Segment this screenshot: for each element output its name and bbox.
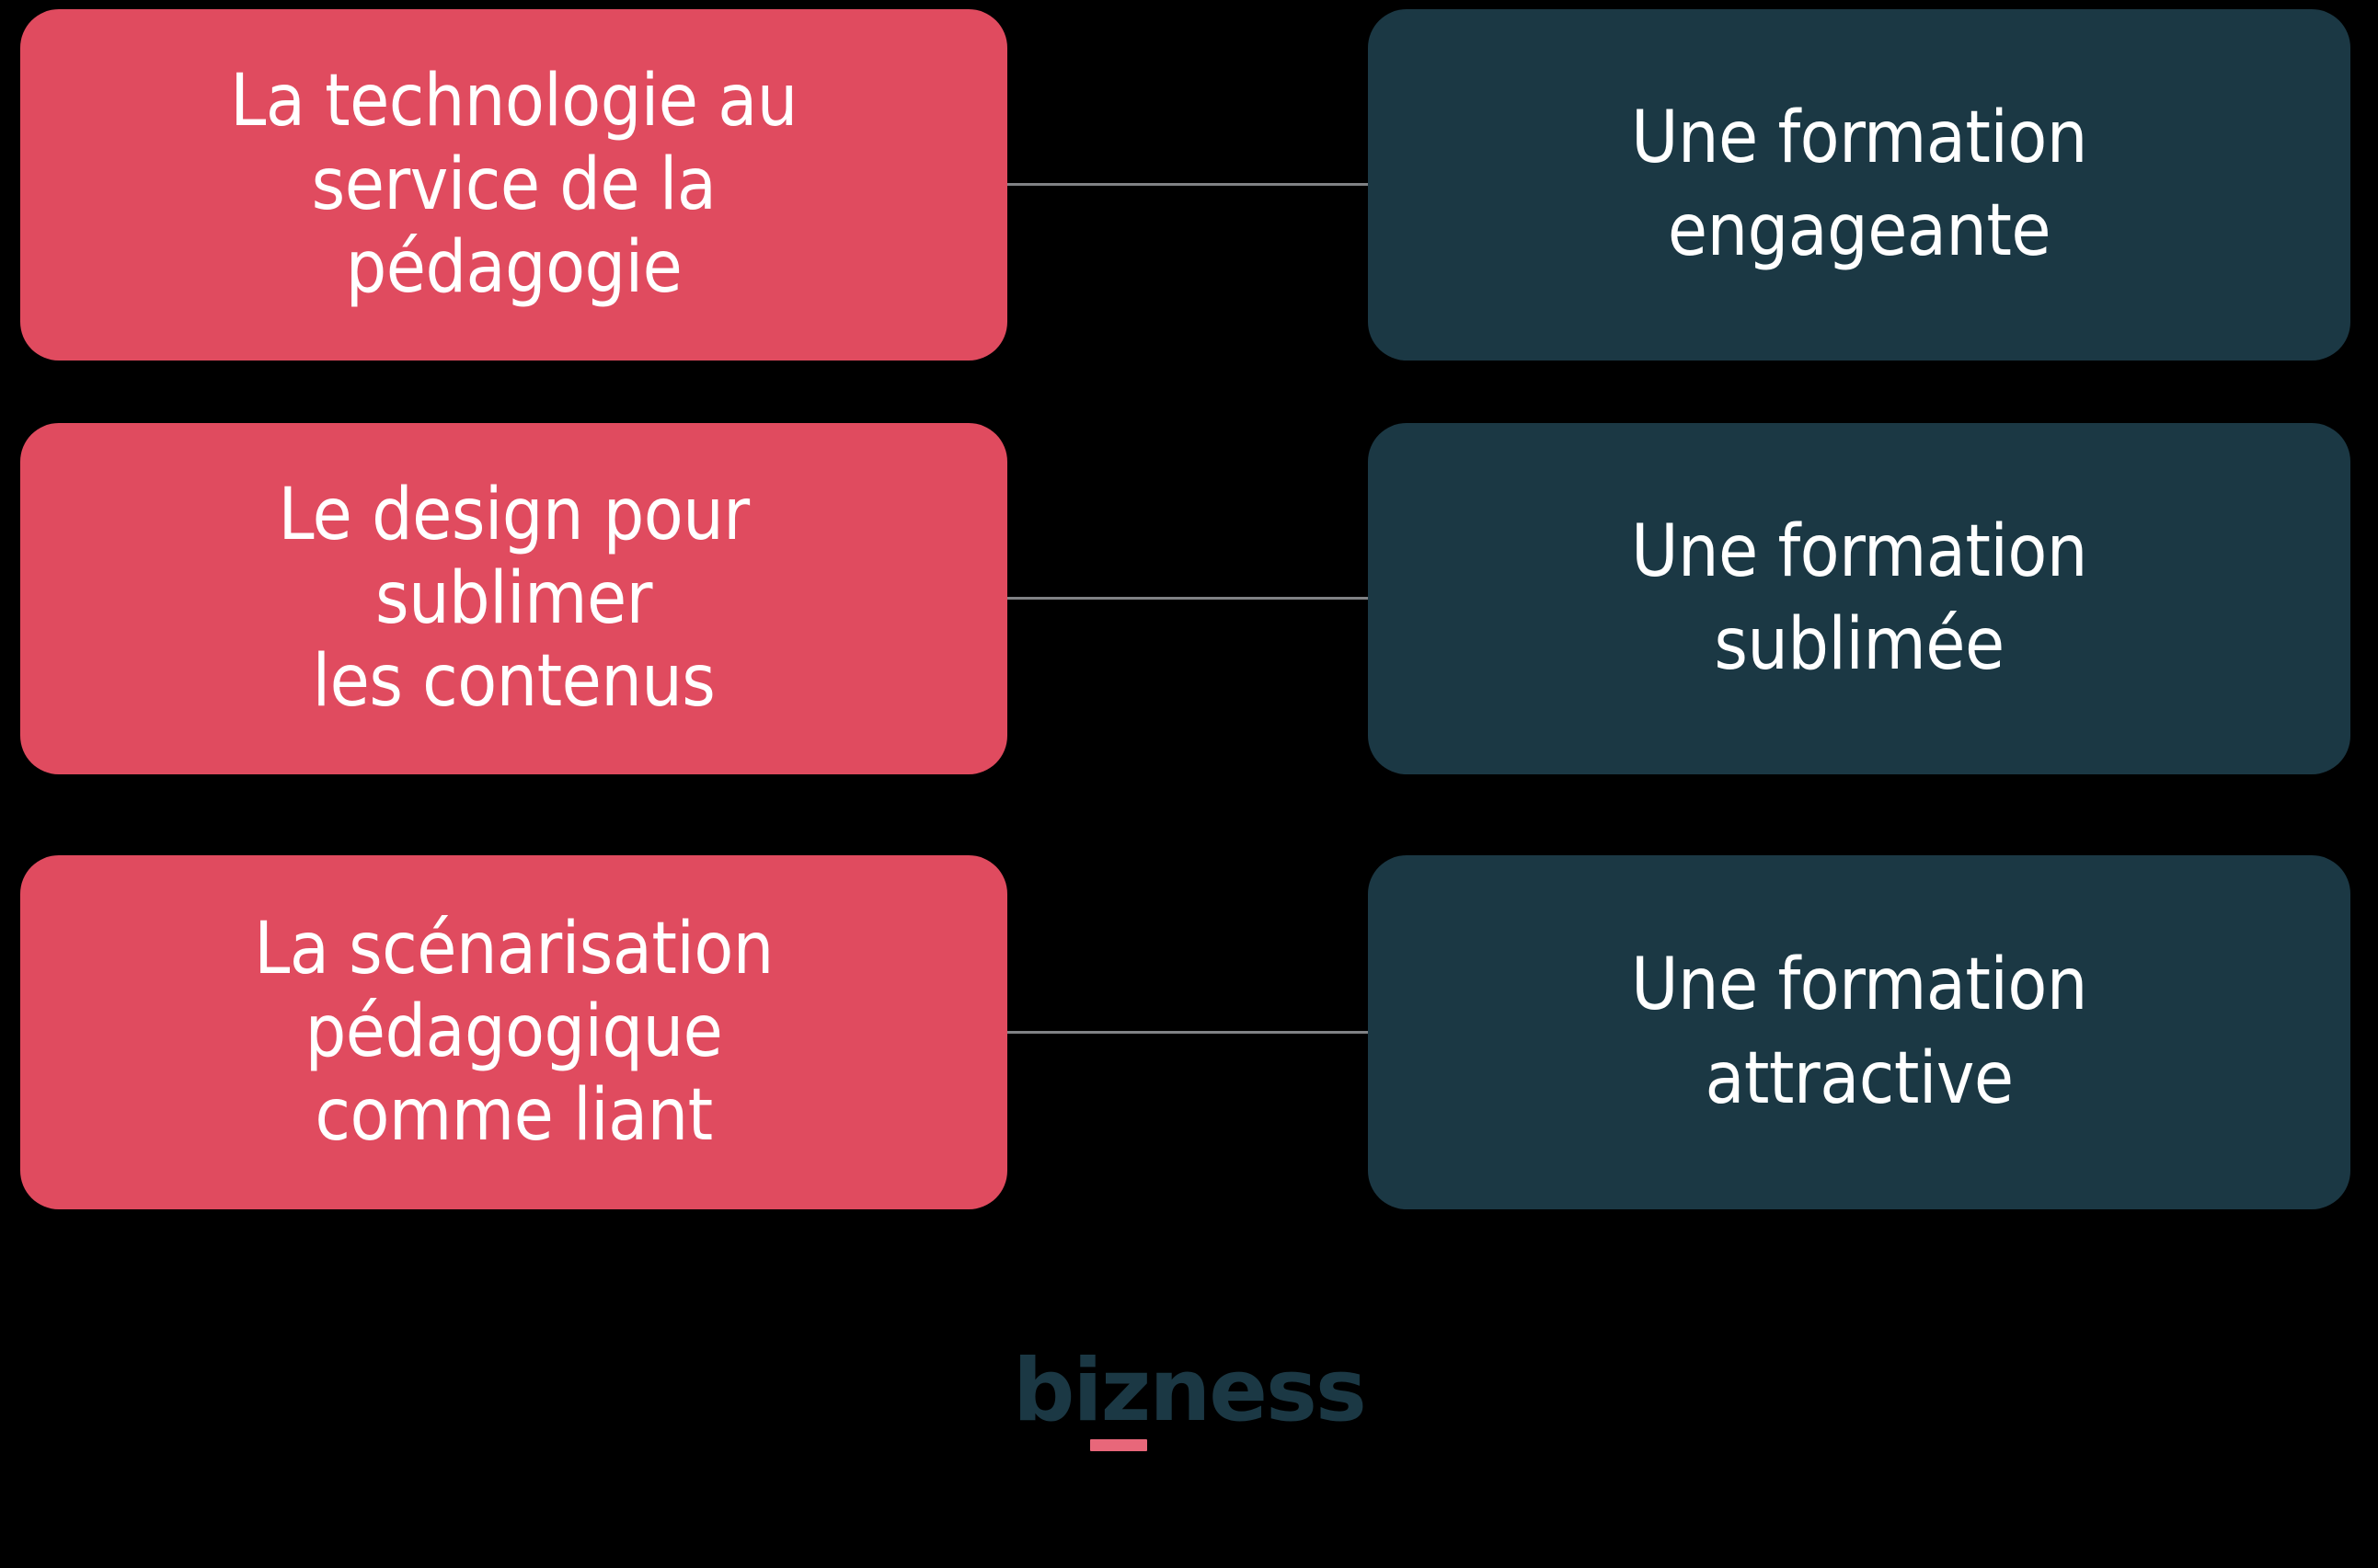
pillar-card-technologie[interactable]: La technologie au service de la pédagogi… — [20, 9, 1007, 361]
connector-line-row-3 — [1007, 1031, 1368, 1034]
brand-logo: bizness — [0, 1348, 2378, 1455]
outcome-card-label: Une formation engageante — [1631, 96, 2087, 272]
outcome-card-sublimee[interactable]: Une formation sublimée — [1368, 423, 2350, 774]
pillar-card-scenarisation[interactable]: La scénarisation pédagogique comme liant — [20, 855, 1007, 1209]
outcome-card-label: Une formation attractive — [1631, 944, 2087, 1120]
logo-wordmark-bizness: bizness — [1013, 1348, 1367, 1455]
logo-wordmark-text: bizness — [1013, 1341, 1367, 1441]
outcome-card-label: Une formation sublimée — [1631, 509, 2087, 686]
logo-accent-bar-icon — [1090, 1439, 1148, 1451]
outcome-card-attractive[interactable]: Une formation attractive — [1368, 855, 2350, 1209]
pillar-card-label: Le design pour sublimer les contenus — [278, 474, 750, 724]
pillar-card-design[interactable]: Le design pour sublimer les contenus — [20, 423, 1007, 774]
pillar-card-label: La technologie au service de la pédagogi… — [230, 60, 798, 310]
connector-line-row-2 — [1007, 597, 1368, 600]
connector-line-row-1 — [1007, 183, 1368, 186]
outcome-card-engageante[interactable]: Une formation engageante — [1368, 9, 2350, 361]
pillar-card-label: La scénarisation pédagogique comme liant — [254, 907, 774, 1157]
